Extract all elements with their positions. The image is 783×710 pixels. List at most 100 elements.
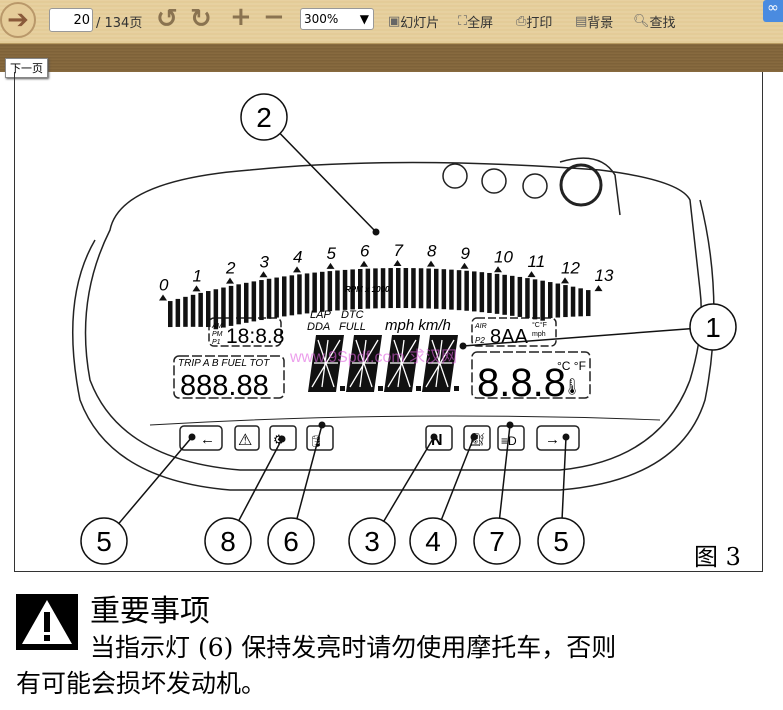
figure-label: 图 3: [694, 543, 741, 571]
callout-dot: [372, 228, 380, 236]
callout-number: 2: [256, 102, 272, 133]
rotate-left-icon[interactable]: ↺: [156, 4, 178, 34]
rpm-tick-label: 6: [360, 242, 370, 261]
decimal-point: [378, 386, 383, 391]
warning-icon: [16, 594, 78, 650]
rpm-bar: [540, 280, 545, 321]
full-label: FULL: [339, 321, 366, 333]
callout-dot: [470, 433, 478, 441]
find-label: 查找: [649, 16, 676, 31]
callout-circle: [537, 517, 585, 565]
rpm-tick-mark: [494, 266, 502, 273]
callout-leader: [263, 116, 377, 233]
background-button[interactable]: ▤背景: [575, 12, 613, 31]
rpm-tick-label: 2: [225, 259, 236, 278]
dda-label: DDA: [307, 321, 330, 333]
rpm-tick-label: 7: [394, 241, 404, 260]
zoom-in-icon[interactable]: +: [230, 2, 252, 32]
rpm-bar: [388, 268, 393, 309]
callout-number: 5: [553, 526, 569, 557]
rpm-tick-label: 10: [494, 247, 513, 266]
am-label: AM: [211, 323, 223, 330]
warning-icon: ⚠: [238, 432, 252, 449]
zoom-out-icon[interactable]: −: [263, 2, 285, 32]
trip-display: 888.88: [180, 370, 269, 402]
clock-display: 18:8.8: [226, 325, 284, 348]
rotate-right-icon[interactable]: ↻: [190, 4, 212, 34]
arrow-right-icon: ➔: [7, 5, 29, 35]
rpm-bar: [335, 270, 340, 311]
rpm-tick-mark: [159, 294, 167, 301]
rpm-bar: [266, 278, 272, 319]
segment-lines: [425, 339, 455, 388]
print-button[interactable]: ⎙打印: [516, 12, 552, 31]
rpm-bar: [396, 268, 401, 309]
decimal-point: [454, 386, 459, 391]
rpm-tick-mark: [293, 266, 301, 273]
rpm-bar: [380, 268, 386, 309]
callout-dot: [188, 433, 196, 441]
rpm-bar: [502, 274, 507, 315]
rpm-bar: [183, 296, 188, 327]
segment-lines: [387, 339, 417, 388]
air-mph: mph: [532, 331, 546, 338]
oil-can-icon: 🛢︎: [309, 435, 323, 448]
rpm-bar: [206, 291, 211, 328]
rpm-bar: [464, 270, 469, 311]
callout-circle: [348, 517, 396, 565]
share-icon[interactable]: ∞: [763, 0, 783, 22]
temp-display: 8.8.8: [477, 361, 566, 405]
rpm-bar: [517, 276, 523, 317]
callout-circle: [473, 517, 521, 565]
neutral-label: N: [431, 432, 443, 449]
air-units: °C°F: [532, 321, 547, 329]
rpm-tick-mark: [594, 285, 603, 292]
tooltip: 下一页: [5, 58, 48, 78]
rpm-bar: [304, 273, 310, 314]
p2-label: P2: [475, 336, 485, 345]
rpm-tick-label: 13: [595, 266, 614, 285]
fullscreen-button[interactable]: ⛶全屏: [458, 12, 493, 31]
rpm-tick-label: 0: [159, 276, 169, 295]
warning-text-line2: 有可能会损坏发动机。: [16, 669, 267, 698]
rpm-tick-label: 8: [427, 242, 437, 261]
rpm-bar: [213, 289, 219, 330]
zoom-select[interactable]: 300%▼: [300, 8, 374, 30]
page-number-input[interactable]: [49, 8, 93, 32]
find-button[interactable]: 🔍︎查找: [633, 12, 676, 31]
rpm-tick-label: 1: [193, 266, 202, 285]
rpm-bar: [578, 288, 583, 317]
next-page-button[interactable]: ➔: [0, 2, 36, 38]
rpm-bar: [251, 281, 257, 322]
rpm-bar: [297, 274, 302, 315]
callout-number: 3: [364, 526, 380, 557]
rpm-tick-mark: [360, 260, 368, 267]
warning-text-line1: 当指示灯 (6) 保持发亮时请勿使用摩托车，否则: [90, 633, 617, 662]
print-icon: ⎙: [516, 14, 527, 29]
left-turn-indicator: [179, 425, 223, 451]
callout-circle: [689, 303, 737, 351]
p1-label: P1: [212, 339, 221, 346]
callout-number: 7: [489, 526, 505, 557]
slideshow-label: 幻灯片: [400, 16, 440, 31]
rpm-bar: [570, 286, 576, 317]
arrow-left-icon: ←: [200, 431, 215, 448]
toolbar: ➔ / 134页 ↺ ↻ + − 300%▼ ▣幻灯片 ⛶全屏 ⎙打印 ▤背景 …: [0, 0, 783, 44]
neutral-indicator: [425, 425, 453, 451]
rpm-bar: [259, 280, 264, 321]
callout-number: 4: [425, 526, 441, 557]
headlight-icon: ≡D: [501, 434, 517, 448]
watermark: www.9Spdf.com 求汉网: [289, 348, 457, 366]
rpm-bar: [342, 269, 348, 310]
rpm-bar: [190, 294, 196, 327]
slideshow-button[interactable]: ▣幻灯片: [388, 12, 439, 31]
segment-lines: [311, 339, 341, 388]
rpm-bar: [221, 287, 226, 328]
rpm-bar: [441, 269, 447, 310]
rpm-tick-mark: [561, 277, 569, 284]
rpm-bar: [175, 298, 181, 327]
rpm-tick-mark: [259, 271, 268, 278]
callout-dot: [506, 421, 514, 429]
rpm-tick-mark: [393, 260, 402, 267]
right-turn-indicator: [536, 425, 580, 451]
